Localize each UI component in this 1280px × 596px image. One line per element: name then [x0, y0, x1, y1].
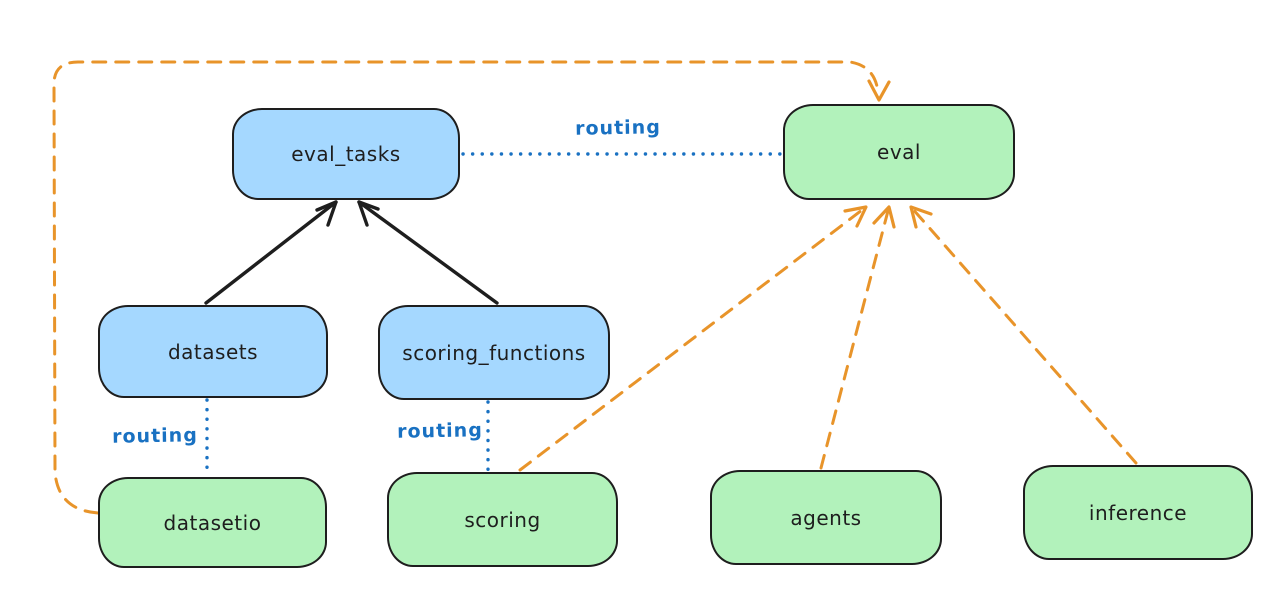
node-eval-tasks-label: eval_tasks — [291, 142, 401, 166]
node-scoring-functions: scoring_functions — [378, 305, 610, 400]
node-scoring-label: scoring — [464, 507, 541, 532]
edge-label-routing-scoring-functions-scoring: routing — [396, 419, 484, 443]
edge-scoring-to-eval-dashed — [518, 205, 868, 472]
node-eval-label: eval — [877, 140, 921, 164]
edge-inference-to-eval-dashed — [909, 205, 1138, 465]
node-scoring-functions-label: scoring_functions — [402, 340, 586, 365]
node-eval-tasks: eval_tasks — [232, 108, 460, 200]
edge-datasets-to-eval-tasks — [204, 200, 338, 305]
node-datasetio-label: datasetio — [163, 510, 262, 535]
node-datasetio: datasetio — [98, 477, 327, 568]
node-agents: agents — [710, 470, 942, 565]
edge-label-routing-datasets-datasetio: routing — [111, 424, 199, 448]
node-datasets: datasets — [98, 305, 328, 398]
edge-label-routing-eval-tasks-eval: routing — [574, 116, 662, 140]
edge-agents-to-eval-dashed — [819, 205, 896, 470]
node-eval: eval — [783, 104, 1015, 200]
edge-datasetio-to-eval-dashed — [52, 60, 891, 515]
node-scoring: scoring — [387, 472, 618, 567]
node-datasets-label: datasets — [167, 339, 259, 364]
edge-scoring-functions-to-eval-tasks — [357, 200, 499, 305]
node-inference-label: inference — [1088, 500, 1188, 525]
node-agents-label: agents — [790, 505, 862, 530]
node-inference: inference — [1023, 465, 1253, 560]
